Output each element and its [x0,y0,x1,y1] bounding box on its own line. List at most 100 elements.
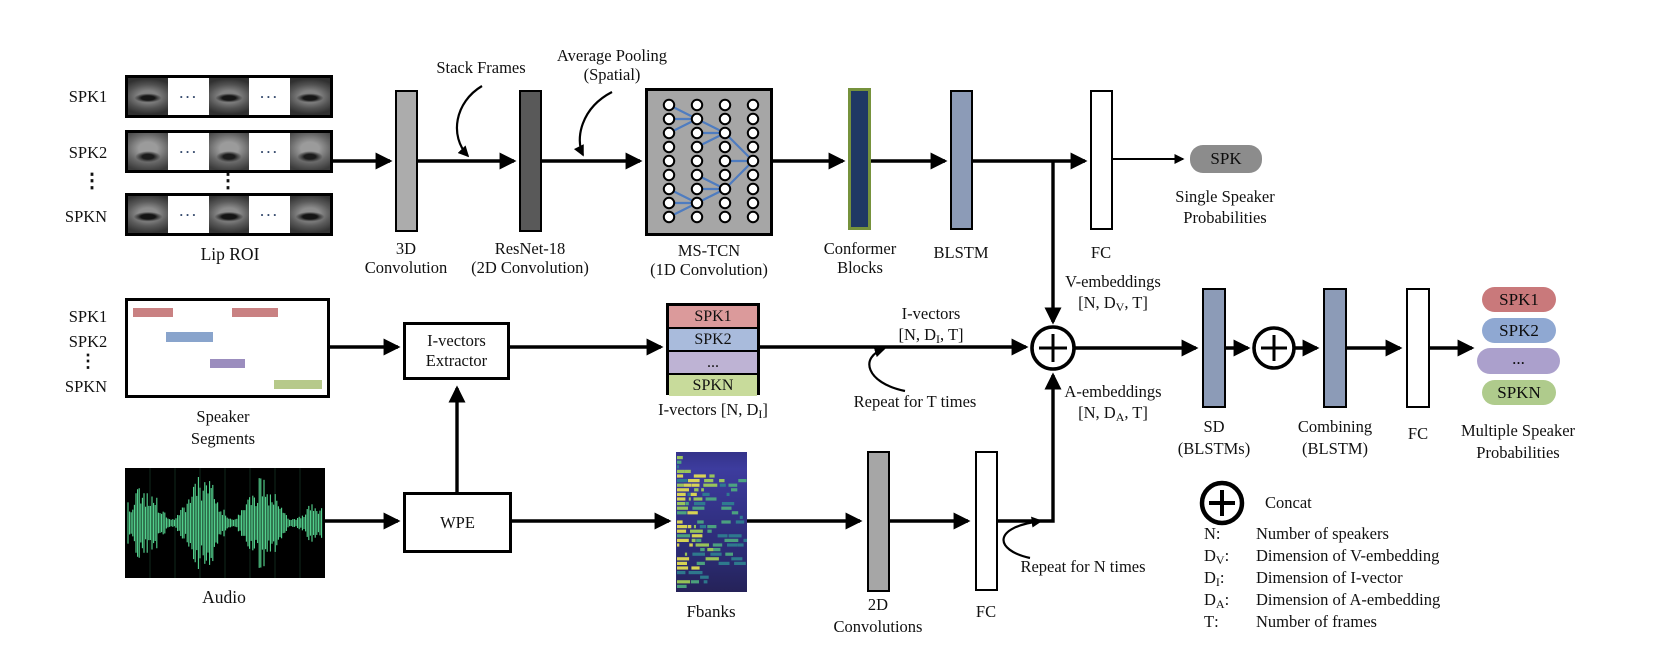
concat-node-2 [1252,326,1296,370]
legend-desc-t: Number of frames [1256,612,1377,631]
lip-image [208,133,250,170]
bar-blstm [950,90,973,230]
caption-lip-roi: Lip ROI [200,244,260,264]
lip-vertical-ellipsis-left: ⋮ [82,170,102,192]
bar-combining-blstm [1323,288,1347,408]
label-seg-spk2: SPK2 [68,332,108,351]
arrow-aembedding-up [998,372,1062,523]
label-sd-blstms: SD(BLSTMs) [1177,417,1251,458]
label-lip-spkn: SPKN [64,207,108,226]
frame-gap-dots: ··· [249,78,290,115]
bar-fc-video [1090,90,1113,230]
legend-key-dv: DV: [1204,546,1230,567]
fbanks-spectrogram [676,452,750,592]
label-fc-audio: FC [975,602,997,621]
label-resnet18: ResNet-18(2D Convolution) [471,239,589,277]
legend-key-da: DA: [1204,590,1230,611]
bar-conformer-blocks [848,88,871,230]
curve-average-pooling [573,91,613,157]
mstcn-box [645,88,773,236]
frame-gap-dots: ··· [249,196,290,233]
bar-sd-blstms [1202,288,1226,408]
lip-image [289,78,331,115]
lip-image [128,133,169,170]
label-a-embeddings: A-embeddings[N, DA, T] [1064,382,1162,424]
wpe-box: WPE [403,492,512,553]
concat-legend-icon [1199,480,1245,526]
output-pill-dots: ... [1477,348,1560,374]
lip-image [208,196,250,233]
lip-image [208,78,250,115]
lip-roi-strip-spk2: ··· ··· [125,130,333,173]
legend-concat-label: Concat [1265,493,1312,512]
label-average-pooling: Average Pooling(Spatial) [556,46,668,84]
legend-desc-da: Dimension of A-embedding [1256,590,1441,609]
frame-gap-dots: ··· [168,133,209,170]
label-blstm: BLSTM [933,243,989,262]
legend-desc-di: Dimension of I-vector [1256,568,1403,587]
speaker-segments-box [125,298,330,398]
segment-spk3 [210,359,245,368]
label-repeat-n-times: Repeat for N times [1020,557,1146,576]
lip-image [289,133,331,170]
frame-gap-dots: ··· [249,133,290,170]
legend-key-t: T: [1204,612,1219,631]
output-pill-spk2: SPK2 [1482,318,1556,343]
output-pill-spk1: SPK1 [1482,287,1556,312]
label-fc-fusion: FC [1407,424,1429,443]
segment-spkn [274,380,322,389]
concat-node-1 [1030,325,1076,371]
lip-image [128,196,169,233]
audio-waveform [127,468,323,578]
label-v-embeddings: V-embeddings[N, DV, T] [1065,272,1161,314]
stack-row-spk2: SPK2 [669,327,757,350]
fbanks-image [676,452,750,592]
stack-row-spk1: SPK1 [669,306,757,327]
ivectors-stack: SPK1 SPK2 ... SPKN [666,303,760,396]
bar-2d-convolutions [867,451,890,592]
lip-vertical-ellipsis-mid: ⋮ [218,170,238,192]
bar-3d-convolution [395,90,418,232]
seg-vertical-ellipsis: ⋮ [79,351,97,371]
label-seg-spkn: SPKN [64,377,108,396]
label-seg-spk1: SPK1 [68,307,108,326]
curve-stack-frames [455,85,483,158]
lip-roi-strip-spkn: ··· ··· [125,193,333,236]
segment-spk1-b [232,308,278,317]
curve-repeat-t [868,346,906,393]
bar-fc-fusion [1406,288,1430,408]
segment-spk1-a [133,308,173,317]
label-repeat-t-times: Repeat for T times [853,392,977,411]
audio-waveform-box [125,468,325,578]
bar-fc-audio [975,451,998,591]
label-fc-video: FC [1090,243,1112,262]
label-mstcn: MS-TCN(1D Convolution) [650,241,768,279]
spk-output-pill: SPK [1190,145,1262,173]
legend-key-di: DI: [1204,568,1225,589]
lip-roi-strip-spk1: ··· ··· [125,75,333,118]
mstcn-graph [662,98,760,224]
label-ivectors-ndt: I-vectors[N, DI, T] [898,304,964,346]
stack-row-spkn: SPKN [669,373,757,396]
caption-audio: Audio [202,587,246,607]
legend-desc-dv: Dimension of V-embedding [1256,546,1440,565]
label-lip-spk1: SPK1 [68,87,108,106]
caption-ivectors-stack: I-vectors [N, DI] [658,400,768,421]
curve-repeat-n [1002,516,1043,560]
output-pill-spkn: SPKN [1482,380,1556,405]
label-lip-spk2: SPK2 [68,143,108,162]
stack-row-dots: ... [669,350,757,373]
legend-key-n: N: [1204,524,1221,543]
label-stack-frames: Stack Frames [436,58,526,77]
frame-gap-dots: ··· [168,196,209,233]
segment-spk2 [166,332,213,342]
